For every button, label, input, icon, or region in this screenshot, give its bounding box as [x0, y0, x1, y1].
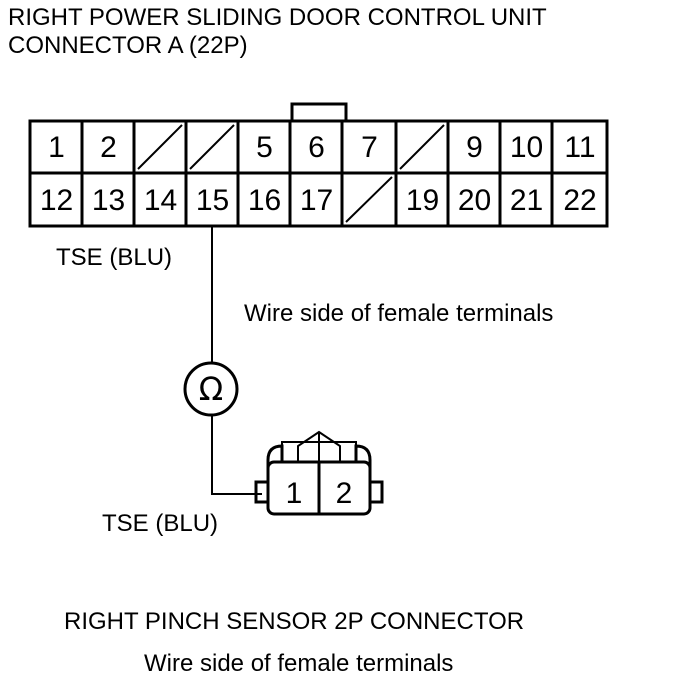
pinch-terminal-2: 2: [335, 477, 353, 510]
terminal-11: 11: [564, 131, 596, 164]
terminal-6: 6: [308, 131, 325, 164]
terminal-14: 14: [143, 184, 178, 217]
pinch-connector-title: RIGHT PINCH SENSOR 2P CONNECTOR: [64, 608, 525, 635]
pinch-terminal-1: 1: [285, 477, 303, 510]
terminal-16: 16: [247, 184, 282, 217]
terminal-22: 22: [563, 184, 597, 217]
connector-a-title: RIGHT POWER SLIDING DOOR CONTROL UNIT: [8, 4, 547, 31]
terminal-21: 21: [509, 184, 544, 217]
terminal-1: 1: [48, 131, 65, 164]
terminal-19: 19: [405, 184, 440, 217]
terminal-13: 13: [91, 184, 126, 217]
pinch-connector-view-note: Wire side of female terminals: [144, 650, 454, 677]
empty-cavity-18: [345, 176, 393, 223]
terminal-2: 2: [100, 131, 117, 164]
terminal-9: 9: [466, 131, 483, 164]
connector-a-lock-tab: [290, 102, 348, 121]
connector-a-view-note: Wire side of female terminals: [244, 300, 554, 327]
pinch-connector-latch: [281, 430, 357, 463]
probe-wire-lower: [211, 415, 262, 495]
terminal-20: 20: [457, 184, 492, 217]
terminal-12: 12: [39, 184, 74, 217]
empty-cavity-8: [399, 124, 445, 170]
terminal-17: 17: [299, 184, 334, 217]
terminal-7: 7: [361, 131, 378, 164]
empty-cavity-4: [189, 124, 235, 170]
terminal-5: 5: [256, 131, 273, 164]
ohmmeter-icon: Ω: [198, 370, 224, 408]
wire-label-tse-connector-a: TSE (BLU): [56, 244, 173, 271]
wire-label-tse-pinch-connector: TSE (BLU): [102, 510, 219, 537]
connector-a-subtitle: CONNECTOR A (22P): [8, 32, 248, 59]
terminal-10: 10: [509, 131, 544, 164]
terminal-15: 15: [195, 184, 230, 217]
empty-cavity-3: [137, 124, 183, 170]
